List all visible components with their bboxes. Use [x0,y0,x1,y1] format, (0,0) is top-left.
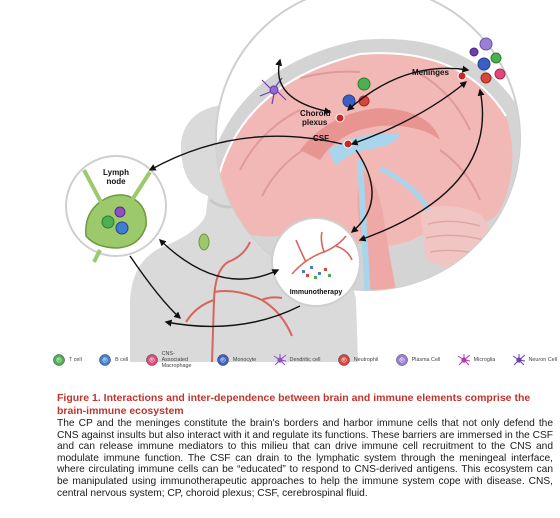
neuron-cell-icon [512,354,525,366]
cell-type-legend: T cell B cell CNS-Associated Macrophage Mon… [52,343,557,377]
label-meninges: Meninges [412,68,449,77]
legend-item-t-cell: T cell [52,353,82,367]
legend-label: Neuron Cell [528,357,557,363]
legend-label: Monocyte [232,357,257,363]
legend-label: T cell [69,357,82,363]
legend-label: B cell [115,357,129,363]
neutrophil-icon [337,354,350,366]
legend-item-macrophage: CNS-Associated Macrophage [145,351,200,369]
b-cell-icon [99,354,111,366]
lymph-node-panel [65,155,167,263]
legend-item-b-cell: B cell [98,353,128,367]
legend-item-dendritic-cell: Dendritic cell [273,353,321,367]
legend-label: Neutrophil [353,357,379,363]
label-csf: CSF [313,134,329,143]
legend-label: CNS-Associated Macrophage [161,351,192,369]
caption-title: Figure 1. Interactions and inter-depende… [57,392,531,417]
meninges-immune-cells [469,37,506,84]
microglia-icon [457,354,470,366]
monocyte-icon [217,354,229,366]
legend-item-plasma-cell: Plasma Cell [395,353,441,367]
legend-label: Microglia [473,357,496,363]
label-immunotherapy: Immunotherapy [290,289,343,296]
t-cell-icon [53,354,65,366]
plasma-cell-icon [395,354,408,366]
legend-label: Plasma Cell [411,357,441,363]
caption-body: The CP and the meninges constitute the b… [57,418,553,499]
legend-item-microglia: Microglia [457,353,496,367]
macrophage-icon [145,354,158,366]
legend-item-neutrophil: Neutrophil [337,353,379,367]
legend-item-monocyte: Monocyte [216,353,256,367]
legend-label: Dendritic cell [289,357,321,363]
interaction-arrows [129,58,485,328]
legend-item-neuron-cell: Neuron Cell [512,353,557,367]
dendritic-cell-icon [273,354,286,366]
neck-lymph-node [198,233,210,251]
figure-caption: Figure 1. Interactions and inter-depende… [57,392,553,499]
